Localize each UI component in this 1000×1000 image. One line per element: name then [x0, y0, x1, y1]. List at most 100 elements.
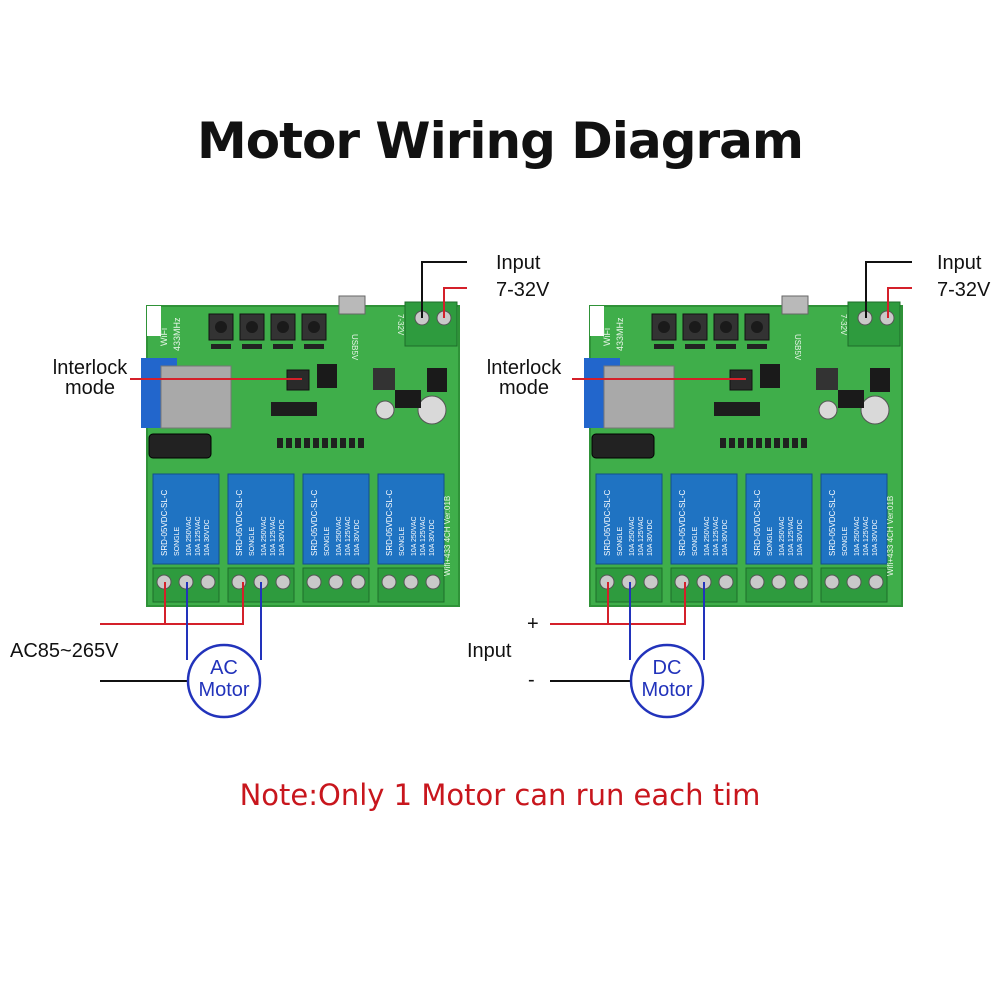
dc-plus-label: +: [527, 613, 539, 635]
smd-component: [295, 438, 301, 448]
pcb-chip: [760, 364, 780, 388]
smd-component: [331, 438, 337, 448]
left-input-black-wire: [421, 261, 467, 318]
relay-rating-text: 10A 250VAC: [186, 516, 193, 556]
pcb-button-cap: [658, 321, 670, 333]
smd-component: [729, 438, 735, 448]
relay-brand-text: SONGLE: [767, 526, 774, 556]
relay-terminal-screw: [749, 574, 765, 590]
usb-port: [338, 295, 366, 315]
pcb-button-cap: [246, 321, 258, 333]
relay-terminal-screw: [306, 574, 322, 590]
relay-rating-text: 10A 30VDC: [797, 519, 804, 556]
relay-rating-text: 10A 250VAC: [629, 516, 636, 556]
dc-input-label: Input: [467, 640, 512, 662]
smd-component: [720, 438, 726, 448]
relay-model-text: SRD-05VDC-SL-C: [753, 490, 762, 556]
relay-brand-text: SONGLE: [399, 526, 406, 556]
right-voltage-label: 7-32V: [937, 279, 991, 301]
right-input-label: Input: [937, 252, 982, 274]
ac-motor-label-line2: Motor: [198, 679, 250, 701]
relay-rating-text: 10A 125VAC: [420, 516, 427, 556]
usb-port: [781, 295, 809, 315]
smd-component: [340, 438, 346, 448]
relay-model-text: SRD-05VDC-SL-C: [160, 490, 169, 556]
relay-terminal-screw: [868, 574, 884, 590]
smd-component: [783, 438, 789, 448]
pcb-chip: [838, 390, 864, 408]
smd-component: [738, 438, 744, 448]
right-input-black-wire: [865, 261, 912, 318]
relay-rating-text: 10A 250VAC: [261, 516, 268, 556]
relay-rating-text: 10A 250VAC: [704, 516, 711, 556]
relay-terminal-screw: [643, 574, 659, 590]
pcb-button-cap: [720, 321, 732, 333]
relay-model-text: SRD-05VDC-SL-C: [828, 490, 837, 556]
relay-terminal-screw: [275, 574, 291, 590]
antenna-coil: [591, 433, 655, 459]
relay-rating-text: 10A 125VAC: [638, 516, 645, 556]
right-interlock-label-line1: lnterlock: [486, 357, 562, 379]
left-input-red-wire: [443, 287, 467, 318]
relay-rating-text: 10A 30VDC: [279, 519, 286, 556]
relay-terminal-screw: [771, 574, 787, 590]
left-input-label: Input: [496, 252, 541, 274]
smd-component: [313, 438, 319, 448]
relay-brand-text: SONGLE: [249, 526, 256, 556]
relay-brand-text: SONGLE: [324, 526, 331, 556]
pcb-header: [271, 402, 317, 416]
relay-rating-text: 10A 125VAC: [713, 516, 720, 556]
pcb-freq-label: 433MHz: [615, 317, 625, 351]
relay-terminal-screw: [403, 574, 419, 590]
smd-component: [349, 438, 355, 448]
smd-component: [801, 438, 807, 448]
relay-model-text: SRD-05VDC-SL-C: [310, 490, 319, 556]
relay-body: [595, 473, 663, 565]
right-dc-plus-wire: [550, 582, 686, 625]
relay-body: [670, 473, 738, 565]
pcb-notch: [590, 306, 604, 336]
pcb-chip: [395, 390, 421, 408]
smd-component: [322, 438, 328, 448]
pcb-button-cap: [215, 321, 227, 333]
note-text: Note:Only 1 Motor can run each tim: [239, 778, 761, 812]
pcb-button-cap: [689, 321, 701, 333]
pcb-button-base: [304, 344, 324, 349]
pcb-button-base: [211, 344, 231, 349]
ac-motor-symbol: [186, 643, 262, 719]
input-terminal-block: [847, 301, 901, 347]
relay-terminal-screw: [328, 574, 344, 590]
pcb-button-base: [716, 344, 736, 349]
relay-model-text: SRD-05VDC-SL-C: [678, 490, 687, 556]
smd-component: [304, 438, 310, 448]
pcb-button-base: [654, 344, 674, 349]
smd-component: [286, 438, 292, 448]
smd-component: [756, 438, 762, 448]
relay-terminal-screw: [350, 574, 366, 590]
left-wiring: [100, 261, 467, 719]
pcb-usb-label: USB5V: [350, 334, 359, 361]
relay-model-text: SRD-05VDC-SL-C: [603, 490, 612, 556]
smd-component: [277, 438, 283, 448]
smd-component: [765, 438, 771, 448]
relay-terminal-screw: [846, 574, 862, 590]
capacitor-large: [860, 395, 890, 425]
inductor: [373, 368, 395, 390]
relay-rating-text: 10A 250VAC: [854, 516, 861, 556]
relay-rating-text: 10A 30VDC: [722, 519, 729, 556]
relay-model-text: SRD-05VDC-SL-C: [235, 490, 244, 556]
pcb-button-base: [685, 344, 705, 349]
pcb-terminal-label: 7-32V: [839, 314, 848, 336]
wifi-module: [603, 365, 675, 429]
pcb-button-cap: [308, 321, 320, 333]
smd-component: [747, 438, 753, 448]
capacitor-small: [818, 400, 838, 420]
right-wiring: [550, 261, 912, 719]
capacitor-small: [375, 400, 395, 420]
relay-rating-text: 10A 125VAC: [270, 516, 277, 556]
